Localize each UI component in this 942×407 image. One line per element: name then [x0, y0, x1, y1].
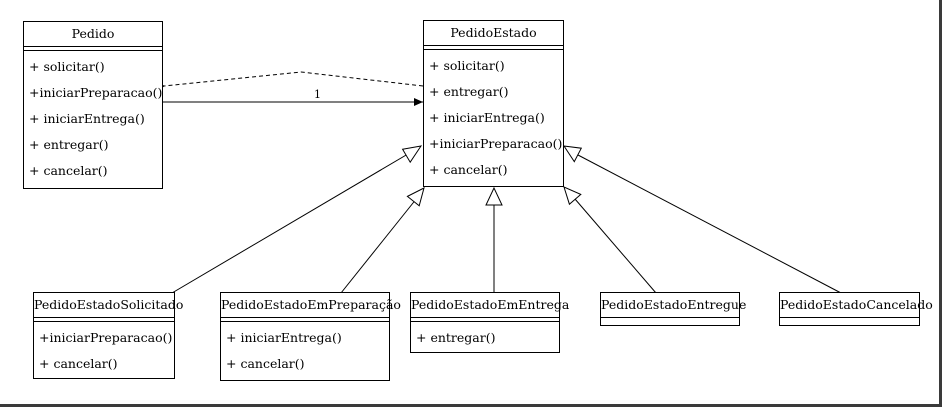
class-name: PedidoEstadoEmPreparação — [221, 297, 401, 312]
operation: +iniciarPreparacao() — [39, 330, 173, 345]
inheritance-arrowhead-em-preparacao — [406, 187, 425, 207]
operations-compartment: + solicitar() +iniciarPreparacao() + ini… — [24, 51, 162, 184]
operation: + cancelar() — [39, 356, 118, 371]
generalization-solicitado — [171, 150, 414, 294]
class-name: PedidoEstado — [450, 25, 537, 40]
inheritance-arrowhead-entregue — [563, 186, 582, 206]
operation: + iniciarEntrega() — [429, 110, 545, 125]
class-name: PedidoEstadoCancelado — [780, 297, 933, 312]
class-name: Pedido — [71, 26, 115, 41]
class-pedido-estado-entregue[interactable]: PedidoEstadoEntregue — [600, 292, 747, 326]
class-name: PedidoEstadoSolicitado — [34, 297, 184, 312]
generalization-entregue — [574, 198, 657, 294]
association-multiplicity-label: 1 — [314, 88, 321, 101]
attribute-compartment — [221, 317, 389, 322]
inheritance-arrowhead-cancelado — [562, 145, 583, 163]
class-pedido-estado-em-preparacao[interactable]: PedidoEstadoEmPreparação + iniciarEntreg… — [220, 292, 401, 381]
attribute-compartment — [424, 45, 563, 50]
inheritance-arrowhead-em-entrega — [485, 186, 503, 206]
class-pedido[interactable]: Pedido + solicitar() +iniciarPreparacao(… — [23, 21, 163, 189]
class-name: PedidoEstadoEntregue — [601, 297, 747, 312]
class-pedido-estado-solicitado[interactable]: PedidoEstadoSolicitado +iniciarPreparaca… — [33, 292, 184, 379]
class-pedido-estado-cancelado[interactable]: PedidoEstadoCancelado — [779, 292, 933, 326]
class-name: PedidoEstadoEmEntrega — [411, 297, 570, 312]
operation: + entregar() — [416, 330, 496, 345]
attribute-compartment — [601, 317, 739, 321]
operation: + cancelar() — [429, 162, 508, 177]
attribute-compartment — [34, 317, 174, 322]
attribute-compartment — [24, 46, 162, 51]
operations-compartment: +iniciarPreparacao() + cancelar() — [34, 322, 174, 377]
generalization-em-preparacao — [340, 197, 418, 294]
operation: + iniciarEntrega() — [226, 330, 342, 345]
generalization-cancelado — [577, 154, 842, 294]
operation: + entregar() — [429, 84, 509, 99]
operations-compartment: + solicitar() + entregar() + iniciarEntr… — [424, 50, 563, 183]
attribute-compartment — [780, 317, 919, 321]
dependency-line — [164, 71, 424, 86]
class-pedido-estado[interactable]: PedidoEstado + solicitar() + entregar() … — [423, 20, 564, 187]
operation: +iniciarPreparacao() — [29, 85, 163, 100]
operation: + solicitar() — [429, 58, 505, 73]
operation: + solicitar() — [29, 59, 105, 74]
operation: + iniciarEntrega() — [29, 111, 145, 126]
operation: + entregar() — [29, 137, 109, 152]
operation: + cancelar() — [29, 163, 108, 178]
inheritance-arrowhead-solicitado — [401, 145, 423, 164]
class-pedido-estado-em-entrega[interactable]: PedidoEstadoEmEntrega + entregar() — [410, 292, 570, 353]
operations-compartment: + entregar() — [411, 322, 559, 351]
operation: +iniciarPreparacao() — [429, 136, 563, 151]
operation: + cancelar() — [226, 356, 305, 371]
attribute-compartment — [411, 317, 559, 322]
operations-compartment: + iniciarEntrega() + cancelar() — [221, 322, 389, 377]
